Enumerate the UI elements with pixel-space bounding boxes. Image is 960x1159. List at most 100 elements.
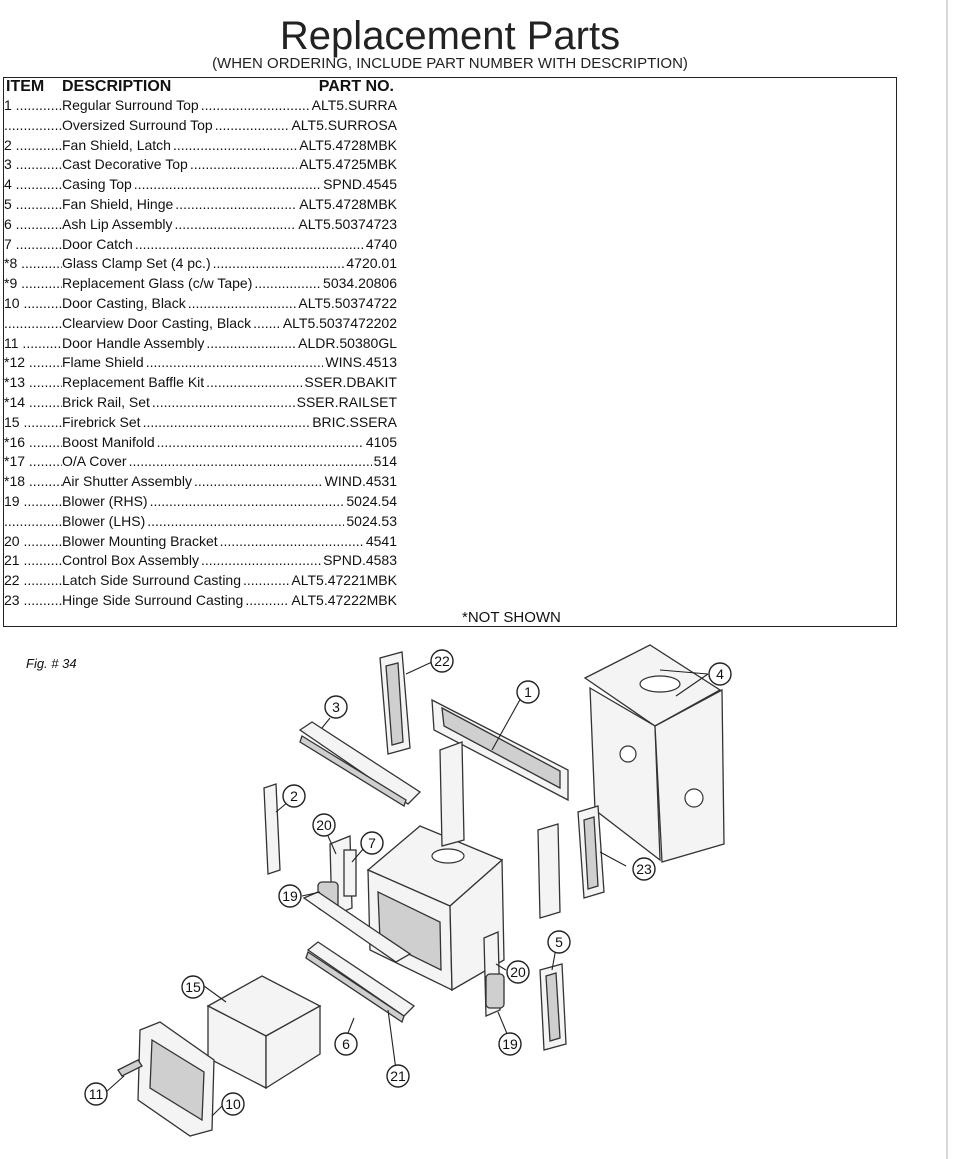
row-part-number: SSER.DBAKIT xyxy=(302,373,397,393)
callout-19-left: 19 xyxy=(278,884,302,908)
leader-dots xyxy=(220,532,364,552)
row-description: Air Shutter Assembly xyxy=(62,472,194,492)
row-item-number: *14 xyxy=(4,393,64,413)
svg-text:4: 4 xyxy=(716,666,724,682)
row-description: Brick Rail, Set xyxy=(62,392,152,413)
table-row: 23Hinge Side Surround CastingALT5.47222M… xyxy=(4,590,424,611)
row-description: Hinge Side Surround Casting xyxy=(62,590,246,611)
table-row: 7Door Catch4740 xyxy=(4,234,424,255)
row-item-number: 21 xyxy=(4,551,64,571)
table-row: *13Replacement Baffle Kit SSER.DBAKIT xyxy=(4,373,424,393)
leader-dots xyxy=(175,195,297,215)
leader-dots xyxy=(129,452,372,472)
not-shown-note: *NOT SHOWN xyxy=(462,609,561,626)
table-row: 11Door Handle AssemblyALDR.50380GL xyxy=(4,333,424,354)
callout-23: 23 xyxy=(632,857,656,881)
exploded-parts-diagram: 22 1 4 3 2 20 7 19 23 5 20 15 6 19 11 21… xyxy=(84,644,732,1137)
row-item-number: *13 xyxy=(4,373,64,393)
svg-text:5: 5 xyxy=(555,934,563,950)
row-item-number: 4 xyxy=(4,175,64,195)
svg-text:15: 15 xyxy=(185,979,201,995)
table-row: *16Boost Manifold4105 xyxy=(4,432,424,453)
table-row: Blower (LHS)5024.53 xyxy=(4,511,424,532)
table-row: 3Cast Decorative Top ALT5.4725MBK xyxy=(4,155,424,176)
parts-table: ITEM DESCRIPTION PART NO. 1Regular Surro… xyxy=(3,77,897,627)
leader-dots xyxy=(245,591,289,611)
table-row: 4Casing TopSPND.4545 xyxy=(4,175,424,195)
row-part-number: ALT5.4725MBK xyxy=(297,155,397,176)
row-part-number: SSER.RAILSET xyxy=(294,392,397,413)
svg-text:6: 6 xyxy=(342,1036,350,1052)
table-row: Clearview Door Casting, Black ALT5.503747… xyxy=(4,313,424,334)
callout-1: 1 xyxy=(516,680,540,704)
leader-dots xyxy=(175,215,297,235)
svg-text:19: 19 xyxy=(282,888,298,904)
row-part-number: ALT5.4728MBK xyxy=(297,135,397,156)
callout-7: 7 xyxy=(360,831,384,855)
header-description: DESCRIPTION xyxy=(62,78,172,95)
header-item: ITEM xyxy=(6,78,45,95)
table-row: 1Regular Surround TopALT5.SURRA xyxy=(4,96,424,116)
callout-20-left: 20 xyxy=(312,813,336,837)
table-row: 20Blower Mounting Bracket4541 xyxy=(4,531,424,552)
leader-dots xyxy=(134,175,321,195)
row-description: Replacement Baffle Kit xyxy=(62,373,207,393)
table-row: *9Replacement Glass (c/w Tape)5034.20806 xyxy=(4,274,424,294)
row-description: Blower Mounting Bracket xyxy=(62,531,220,552)
part-2-fan-shield xyxy=(263,783,281,875)
svg-text:7: 7 xyxy=(368,835,376,851)
row-item-number: *12 xyxy=(4,353,64,373)
row-description: Door Catch xyxy=(62,234,135,255)
row-item-number xyxy=(4,512,64,532)
row-description: Glass Clamp Set (4 pc.) xyxy=(62,254,213,275)
leader-dots xyxy=(150,492,345,512)
svg-text:22: 22 xyxy=(434,653,450,669)
row-part-number: 4105 xyxy=(363,432,397,453)
row-part-number: ALT5.47222MBK xyxy=(289,590,397,611)
row-part-number: 4720.01 xyxy=(344,254,397,275)
svg-text:3: 3 xyxy=(332,699,340,715)
leader-dots xyxy=(173,136,297,156)
row-item-number: *8 xyxy=(4,254,64,274)
leader-dots xyxy=(143,413,311,433)
row-description: Fan Shield, Hinge xyxy=(62,194,176,215)
table-row: 19Blower (RHS)5024.54 xyxy=(4,491,424,512)
row-part-number: ALT5.SURRA xyxy=(309,96,397,116)
callout-6: 6 xyxy=(334,1032,358,1056)
row-description: O/A Cover xyxy=(62,452,129,473)
leader-dots xyxy=(254,274,321,294)
row-description: Casing Top xyxy=(62,175,134,195)
row-item-number: *18 xyxy=(4,472,64,492)
row-part-number: ALT5.4728MBK xyxy=(297,194,397,215)
row-item-number: *16 xyxy=(4,433,64,453)
table-row: *8Glass Clamp Set (4 pc.) 4720.01 xyxy=(4,254,424,275)
svg-text:1: 1 xyxy=(524,684,532,700)
leader-dots xyxy=(201,551,321,571)
row-item-number: 11 xyxy=(4,334,64,354)
row-description: Clearview Door Casting, Black xyxy=(62,313,254,334)
row-description: Fan Shield, Latch xyxy=(62,135,173,156)
row-item-number: 7 xyxy=(4,235,64,255)
part-19-blower-right xyxy=(485,973,505,1009)
row-item-number: 3 xyxy=(4,155,64,175)
table-row: 5Fan Shield, HingeALT5.4728MBK xyxy=(4,194,424,215)
callout-20-right: 20 xyxy=(506,960,530,984)
row-item-number: 15 xyxy=(4,413,64,433)
svg-text:23: 23 xyxy=(636,861,652,877)
row-description: Flame Shield xyxy=(62,353,146,374)
figure-label: Fig. # 34 xyxy=(26,656,77,671)
leader-dots xyxy=(215,116,290,136)
row-item-number: 1 xyxy=(4,96,64,116)
svg-text:10: 10 xyxy=(225,1096,241,1112)
row-part-number: ALT5.5037472202 xyxy=(280,313,397,334)
svg-text:2: 2 xyxy=(290,788,298,804)
callout-2: 2 xyxy=(282,784,306,808)
row-part-number: 514 xyxy=(371,452,397,473)
leader-dots xyxy=(201,96,310,116)
leader-dots xyxy=(213,254,345,274)
table-row: Oversized Surround TopALT5.SURROSA xyxy=(4,115,424,136)
row-item-number: 6 xyxy=(4,215,64,235)
row-item-number: 10 xyxy=(4,294,64,314)
row-description: Cast Decorative Top xyxy=(62,155,190,176)
row-item-number: 19 xyxy=(4,492,64,512)
